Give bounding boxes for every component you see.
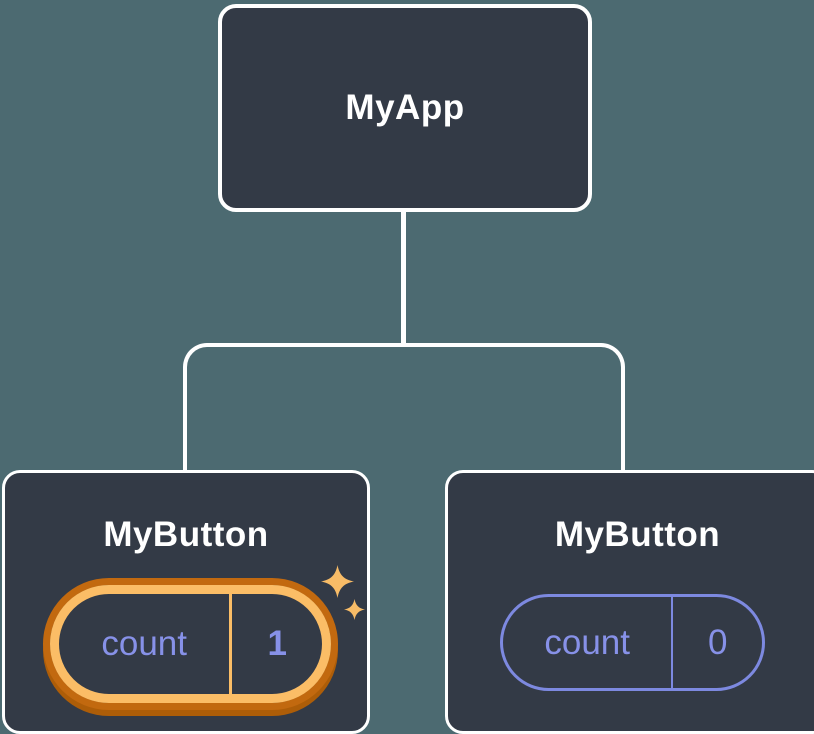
connector-branch-bracket bbox=[183, 343, 625, 470]
node-label-mybutton-1: MyButton bbox=[103, 515, 269, 554]
state-value: 1 bbox=[267, 624, 287, 663]
state-pill-count-0: count 0 bbox=[500, 594, 765, 691]
tree-node-mybutton-2: MyButton count 0 bbox=[445, 470, 814, 734]
state-key-label: count bbox=[544, 622, 630, 662]
sparkle-icon-small bbox=[344, 599, 365, 620]
state-key-label: count bbox=[101, 624, 187, 663]
node-label-mybutton-2: MyButton bbox=[554, 515, 721, 554]
pill-divider bbox=[671, 597, 674, 688]
state-value: 0 bbox=[707, 622, 728, 662]
sparkle-icon-large bbox=[321, 565, 354, 598]
state-pill-count-1: count 1 bbox=[50, 585, 331, 703]
node-label-myapp: MyApp bbox=[345, 88, 465, 127]
pill-divider bbox=[229, 594, 233, 694]
tree-node-myapp: MyApp bbox=[218, 4, 592, 212]
tree-node-mybutton-1: MyButton count 1 bbox=[2, 470, 370, 734]
connector-trunk-line bbox=[401, 210, 406, 345]
